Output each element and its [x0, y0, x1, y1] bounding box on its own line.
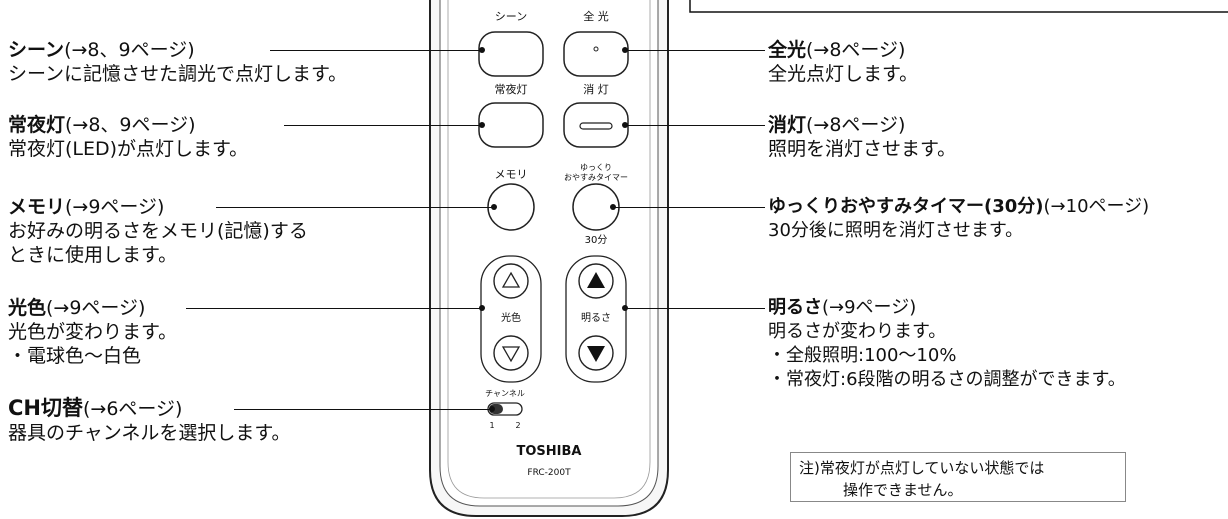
- channel-ref: (→6ページ): [83, 398, 183, 420]
- timer-label-line2: おやすみタイマー: [564, 173, 628, 182]
- night-light-button[interactable]: [478, 102, 544, 148]
- leader-line-full-light: [625, 50, 765, 51]
- full-light-description: 全光(→8ページ) 全光点灯します。: [768, 38, 918, 86]
- memory-desc-line-2: ときに使用します。: [8, 244, 178, 266]
- channel-label: チャンネル: [485, 389, 525, 398]
- scene-ref: (→8、9ページ): [64, 39, 195, 61]
- off-button[interactable]: [563, 102, 629, 148]
- off-label: 消 灯: [583, 82, 609, 96]
- brightness-desc-line-1: 明るさが変わります。: [768, 321, 947, 342]
- night-light-title: 常夜灯: [8, 114, 66, 136]
- brightness-ref: (→9ページ): [822, 297, 917, 318]
- model-number: FRC-200T: [527, 468, 571, 478]
- triangle-down-filled-icon: [587, 346, 605, 362]
- full-light-button[interactable]: [563, 31, 629, 77]
- color-label: 光色: [501, 311, 521, 324]
- off-title: 消灯: [768, 114, 807, 136]
- full-light-dot-icon: [593, 46, 599, 52]
- scene-label: シーン: [495, 10, 527, 23]
- timer-title: ゆっくりおやすみタイマー(30分): [768, 196, 1044, 217]
- scene-description: シーン(→8、9ページ) シーンに記憶させた調光で点灯します。: [8, 38, 347, 86]
- brightness-label: 明るさ: [581, 312, 611, 324]
- note-line-1: 注)常夜灯が点灯していない状態では: [799, 459, 1045, 477]
- memory-title: メモリ: [8, 196, 66, 218]
- color-ref: (→9ページ): [46, 297, 146, 319]
- brightness-description: 明るさ(→9ページ) 明るさが変わります。 ・全般照明:100〜10% ・常夜灯…: [768, 296, 1126, 392]
- leader-line-scene: [270, 50, 482, 51]
- off-description: 消灯(→8ページ) 照明を消灯させます。: [768, 113, 956, 161]
- night-light-desc-line: 常夜灯(LED)が点灯します。: [8, 138, 249, 160]
- full-light-label: 全 光: [583, 9, 609, 23]
- full-light-ref: (→8ページ): [806, 39, 906, 61]
- scene-button[interactable]: [478, 31, 544, 77]
- scene-desc-line: シーンに記憶させた調光で点灯します。: [8, 63, 348, 85]
- note-line-2: 操作できません。: [843, 481, 963, 499]
- color-description: 光色(→9ページ) 光色が変わります。 ・電球色〜白色: [8, 296, 177, 368]
- color-desc-line-2: ・電球色〜白色: [8, 345, 142, 367]
- color-desc-line-1: 光色が変わります。: [8, 321, 178, 343]
- timer-sub-label: 30分: [585, 234, 608, 246]
- full-light-desc-line: 全光点灯します。: [768, 63, 919, 85]
- color-up-button[interactable]: [493, 263, 529, 299]
- leader-line-channel: [234, 409, 492, 410]
- scene-title: シーン: [8, 39, 65, 61]
- channel-desc-line: 器具のチャンネルを選択します。: [8, 422, 291, 444]
- triangle-up-filled-icon: [587, 272, 605, 288]
- leader-line-off: [625, 125, 765, 126]
- note-box: 注)常夜灯が点灯していない状態では 操作できません。: [790, 452, 1126, 502]
- memory-description: メモリ(→9ページ) お好みの明るさをメモリ(記憶)する ときに使用します。: [8, 195, 308, 267]
- triangle-down-outline-icon: [501, 346, 521, 363]
- channel-title: CH切替: [8, 396, 83, 420]
- color-down-button[interactable]: [493, 335, 529, 371]
- color-title: 光色: [8, 297, 47, 319]
- brand-logo: TOSHIBA: [517, 444, 582, 459]
- leader-line-memory: [216, 207, 494, 208]
- memory-desc-line-1: お好みの明るさをメモリ(記憶)する: [8, 220, 308, 242]
- memory-ref: (→9ページ): [65, 196, 165, 218]
- off-ref: (→8ページ): [806, 114, 906, 136]
- brightness-desc-line-2: ・全般照明:100〜10%: [768, 345, 957, 366]
- memory-label: メモリ: [495, 168, 528, 181]
- channel-2-label: 2: [515, 421, 520, 430]
- triangle-up-outline-icon: [501, 271, 521, 288]
- timer-label-line1: ゆっくり: [580, 163, 612, 172]
- channel-description: CH切替(→6ページ) 器具のチャンネルを選択します。: [8, 396, 291, 445]
- full-light-title: 全光: [768, 39, 807, 61]
- leader-line-brightness: [625, 308, 765, 309]
- brightness-desc-line-3: ・常夜灯:6段階の明るさの調整ができます。: [768, 369, 1126, 390]
- night-light-ref: (→8、9ページ): [65, 114, 196, 136]
- brightness-title: 明るさ: [768, 297, 822, 318]
- off-bar-icon: [579, 122, 613, 130]
- leader-line-color: [186, 308, 482, 309]
- night-light-description: 常夜灯(→8、9ページ) 常夜灯(LED)が点灯します。: [8, 113, 248, 161]
- timer-description: ゆっくりおやすみタイマー(30分)(→10ページ) 30分後に照明を消灯させます…: [768, 195, 1149, 243]
- leader-line-timer: [613, 207, 765, 208]
- night-light-label: 常夜灯: [495, 82, 528, 96]
- timer-desc-line: 30分後に照明を消灯させます。: [768, 220, 1024, 241]
- channel-1-label: 1: [489, 421, 494, 430]
- off-desc-line: 照明を消灯させます。: [768, 138, 957, 160]
- timer-ref: (→10ページ): [1043, 196, 1150, 217]
- leader-line-night-light: [284, 125, 482, 126]
